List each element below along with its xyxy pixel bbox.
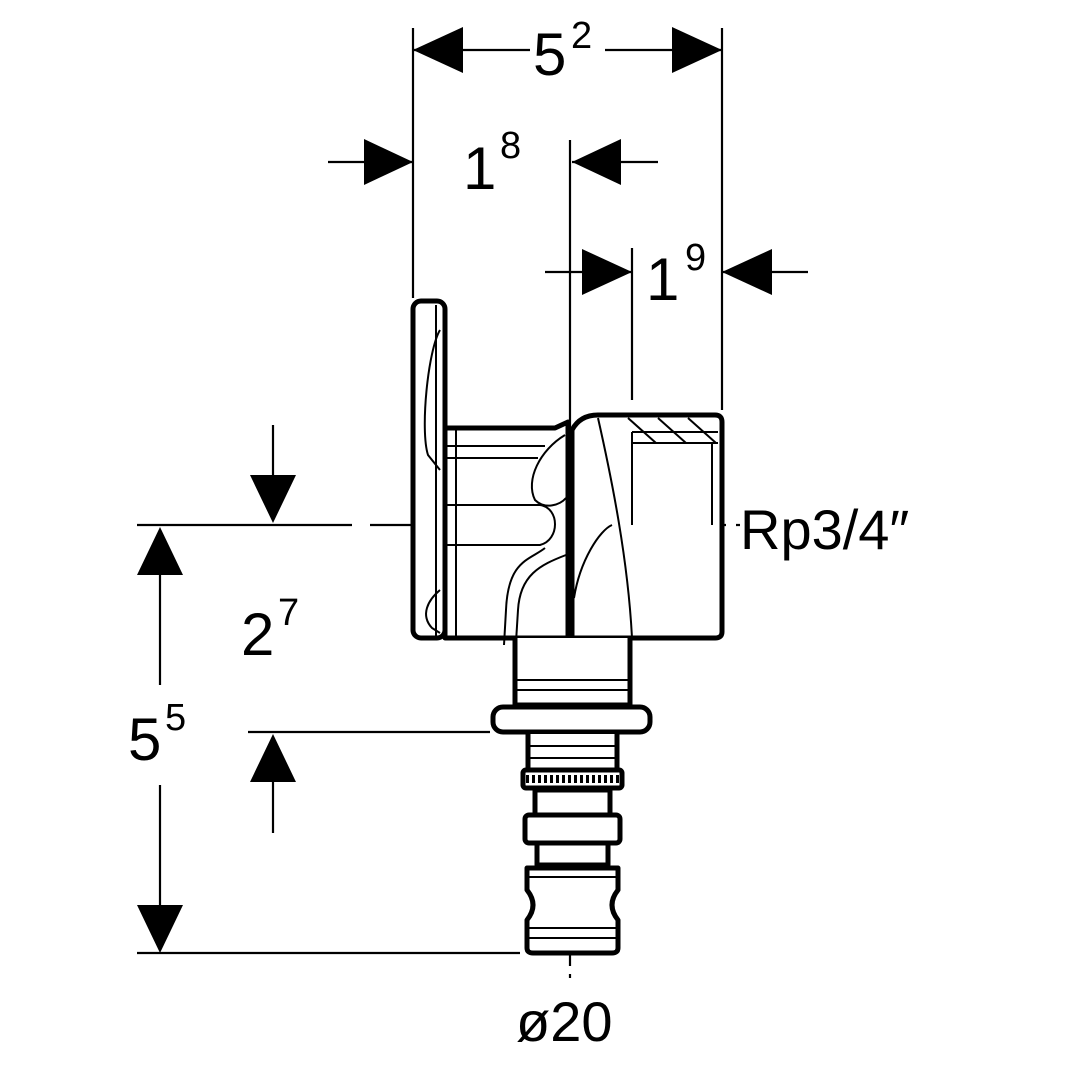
dim-label-sup: 9 [685, 237, 706, 279]
dim-label-base: 1 [646, 246, 679, 313]
thread-label: Rp3/4″ [740, 498, 909, 561]
dimension-axis-to-end: 5 5 [128, 527, 520, 955]
dim-label-sup: 2 [571, 15, 592, 57]
press-flange [490, 704, 653, 735]
pipe-diameter-label: ø20 [516, 990, 613, 1053]
dimension-plate-to-axis: 1 8 [328, 125, 658, 202]
dim-label-sup: 7 [278, 592, 299, 634]
dim-label-base: 5 [128, 706, 161, 773]
dimension-axis-to-outlet: 1 9 [545, 237, 808, 400]
dimension-axis-to-flange: 2 7 [241, 425, 490, 833]
dim-label-base: 5 [533, 21, 566, 88]
thread-hatching [627, 417, 717, 444]
fitting-body [410, 298, 725, 956]
press-ring [520, 767, 625, 791]
dim-label-base: 1 [463, 135, 496, 202]
dimension-overall-width: 5 2 [411, 15, 724, 410]
dim-label-sup: 5 [165, 697, 186, 739]
dim-label-base: 2 [241, 601, 274, 668]
dim-label-sup: 8 [500, 125, 521, 167]
